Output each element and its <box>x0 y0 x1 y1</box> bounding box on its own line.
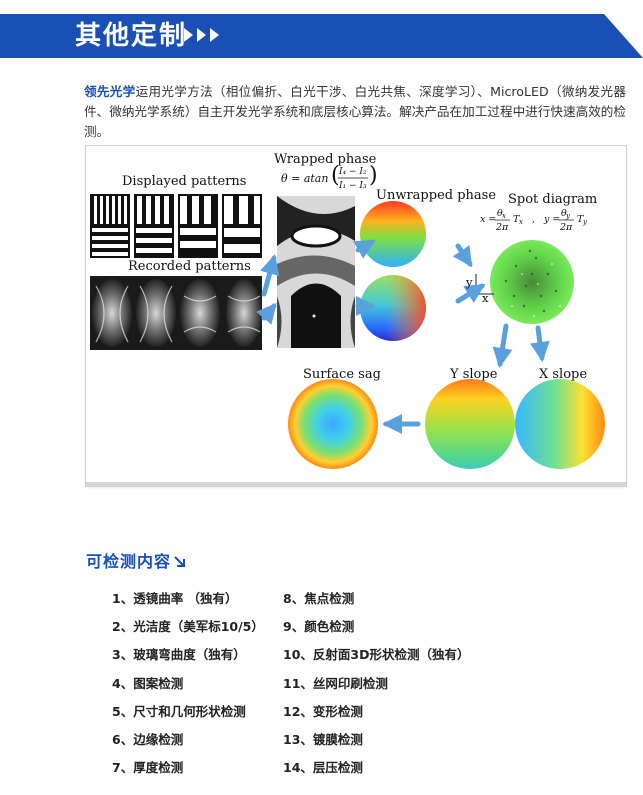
list-item: 9、颜色检测 <box>283 619 355 635</box>
wrapped-phase-formula: θ = atan ( I₄ − I₂ I₁ − I₃ ) <box>281 163 378 191</box>
list-item: 7、厚度检测 <box>112 760 184 776</box>
svg-text:I₄ − I₂: I₄ − I₂ <box>338 167 367 177</box>
figure-bottom-border <box>86 482 626 486</box>
triple-chevron-icon <box>183 27 220 43</box>
inspection-list-right: 8、焦点检测 9、颜色检测 10、反射面3D形状检测（独有） 11、丝网印刷检测… <box>283 589 469 786</box>
recorded-patterns <box>90 276 262 350</box>
inspection-list-left: 1、透镜曲率 （独有） 2、光洁度（美军标10/5） 3、玻璃弯曲度（独有） 4… <box>112 589 264 786</box>
list-item: 2、光洁度（美军标10/5） <box>112 619 264 635</box>
svg-text:y =: y = <box>543 214 560 225</box>
arrow-to-y-slope <box>492 323 513 368</box>
svg-text:T: T <box>577 214 584 225</box>
svg-text:θ: θ <box>497 208 503 219</box>
section-title: 可检测内容 <box>86 552 172 571</box>
x-slope-label: X slope <box>539 367 588 382</box>
list-item: 12、变形检测 <box>283 703 363 719</box>
arrow-to-x-slope <box>529 325 550 362</box>
arrow-to-wrapped-1 <box>260 254 280 297</box>
svg-text:θ = atan: θ = atan <box>281 172 328 185</box>
arrow-to-wrapped-2 <box>256 302 277 325</box>
svg-text:x: x <box>519 218 523 226</box>
svg-text:): ) <box>369 163 378 188</box>
x-slope-map <box>515 379 605 469</box>
surface-sag-label: Surface sag <box>303 367 381 382</box>
displayed-pattern-1 <box>90 194 130 258</box>
svg-text:y: y <box>565 212 571 220</box>
unwrapped-phase-label: Unwrapped phase <box>376 188 497 203</box>
list-item: 3、玻璃弯曲度（独有） <box>112 647 246 663</box>
page-title: 其他定制 <box>75 21 188 51</box>
list-item: 11、丝网印刷检测 <box>283 675 388 691</box>
svg-text:x: x <box>502 212 506 220</box>
svg-text:T: T <box>513 214 520 225</box>
axis-y-label: y <box>466 275 473 289</box>
svg-text:θ: θ <box>561 208 567 219</box>
list-item: 10、反射面3D形状检测（独有） <box>283 647 470 663</box>
measurement-flow-diagram: θ = atan ( I₄ − I₂ I₁ − I₃ ) x = θx 2π T… <box>90 163 605 469</box>
spot-diagram <box>490 240 574 324</box>
corner-arrow-icon <box>174 556 185 567</box>
list-item: 14、层压检测 <box>283 760 363 776</box>
wrapped-phase-label: Wrapped phase <box>274 152 377 167</box>
intro-text: 运用光学方法（相位偏折、白光干涉、白光共焦、深度学习）、MicroLED（微纳发… <box>84 84 626 139</box>
list-item: 5、尺寸和几何形状检测 <box>112 703 246 719</box>
displayed-pattern-4 <box>222 194 262 258</box>
unwrapped-phase-1 <box>360 201 426 267</box>
surface-sag-map <box>288 379 378 469</box>
list-item: 6、边缘检测 <box>112 731 184 747</box>
intro-paragraph: 领先光学运用光学方法（相位偏折、白光干涉、白光共焦、深度学习）、MicroLED… <box>84 82 626 142</box>
header-banner <box>0 14 643 58</box>
wrapped-phase-image <box>277 196 355 348</box>
list-item: 8、焦点检测 <box>283 591 355 606</box>
svg-text:2π: 2π <box>559 222 573 233</box>
spot-diagram-label: Spot diagram <box>508 192 598 207</box>
svg-text:2π: 2π <box>495 222 509 233</box>
list-item: 13、镀膜检测 <box>283 731 363 747</box>
y-slope-label: Y slope <box>450 367 498 382</box>
unwrapped-phase-2 <box>360 275 426 341</box>
svg-text:y: y <box>582 218 588 226</box>
axis-x-label: x <box>482 291 489 305</box>
y-slope-map <box>425 379 515 469</box>
arrow-to-unwrapped-1 <box>353 239 376 259</box>
arrow-to-spot-2 <box>455 283 486 304</box>
list-item: 4、图案检测 <box>112 675 184 691</box>
displayed-patterns-label: Displayed patterns <box>122 174 247 189</box>
recorded-patterns-label: Recorded patterns <box>128 259 251 274</box>
displayed-pattern-3 <box>178 194 218 258</box>
svg-text:(: ( <box>331 163 340 188</box>
brand-name: 领先光学 <box>84 84 136 99</box>
displayed-pattern-2 <box>134 194 174 258</box>
arrow-to-spot-1 <box>452 243 473 268</box>
svg-text:x =: x = <box>480 214 496 225</box>
svg-text:I₁ − I₃: I₁ − I₃ <box>338 181 367 191</box>
list-item: 1、透镜曲率 （独有） <box>112 591 238 606</box>
svg-text:,: , <box>532 214 535 225</box>
